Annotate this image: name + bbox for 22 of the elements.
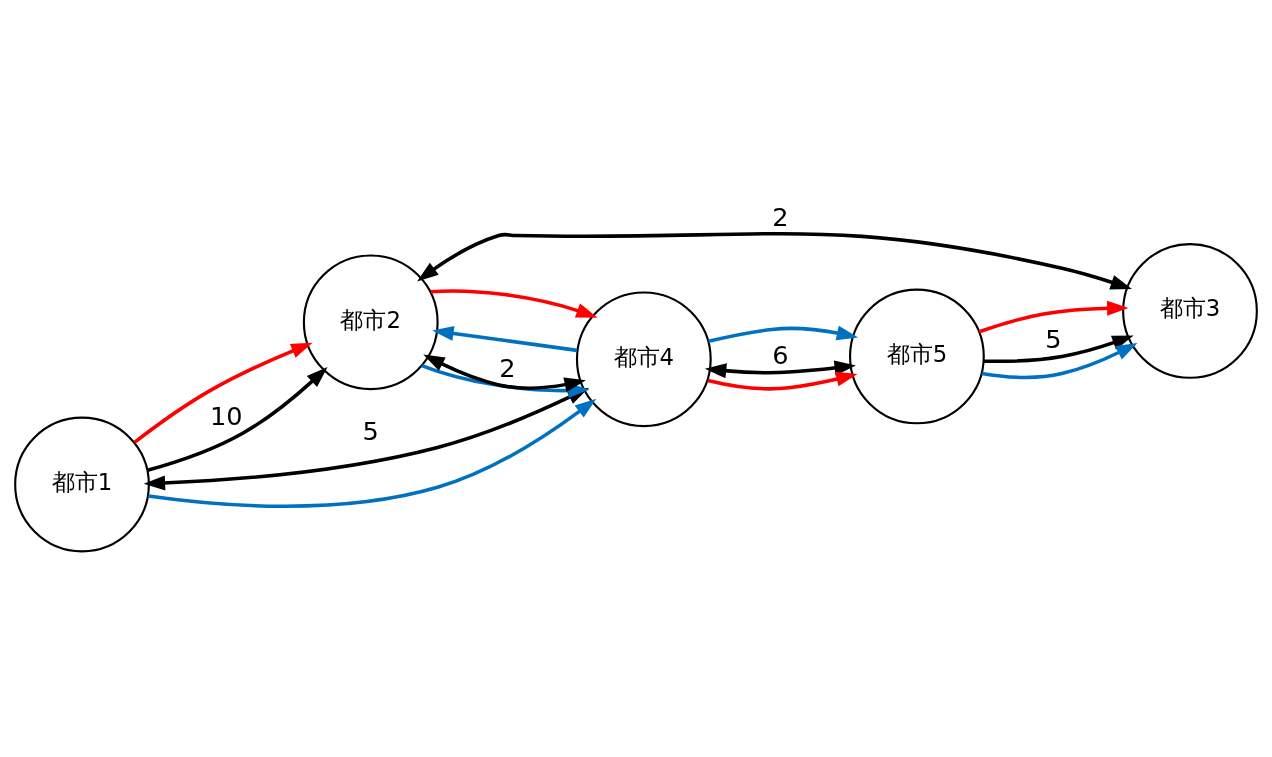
- edge-label: 6: [772, 340, 789, 371]
- arrow: [133, 342, 313, 444]
- edge-label: 10: [210, 401, 243, 432]
- node-circle: 都市5: [849, 288, 985, 425]
- arrow: [983, 335, 1134, 364]
- arrow: [423, 354, 586, 393]
- arrow: [148, 398, 597, 509]
- node-circle: 都市1: [14, 416, 150, 553]
- arrow: [708, 325, 859, 344]
- edge-label: 2: [772, 202, 789, 233]
- arrow: [704, 360, 856, 379]
- arrow: [147, 366, 328, 472]
- arrow: [432, 326, 578, 353]
- arrow: [417, 231, 1132, 290]
- arrow: [430, 289, 598, 318]
- arrow: [707, 371, 858, 391]
- arrow: [981, 343, 1138, 380]
- node-circle: 都市3: [1122, 243, 1258, 379]
- edge-label: 5: [362, 415, 379, 446]
- edge-label: 2: [499, 352, 516, 383]
- edge-label: 5: [1045, 324, 1062, 355]
- arrow: [978, 300, 1129, 334]
